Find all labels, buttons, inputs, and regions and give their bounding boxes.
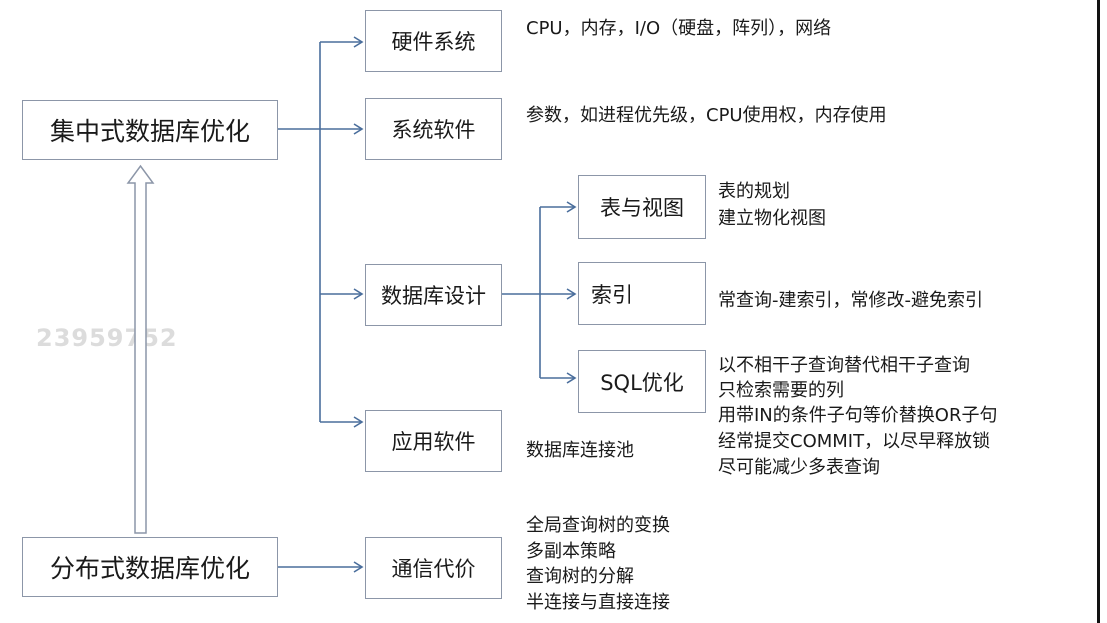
node-db-design: 数据库设计 [365, 264, 502, 326]
note-system-software: 参数，如进程优先级，CPU使用权，内存使用 [526, 105, 887, 126]
note-sql-opt-4: 经常提交COMMIT，以尽早释放锁 [718, 431, 991, 452]
arrow-hardware-head [353, 36, 364, 48]
arrow-db-design-head [353, 288, 364, 300]
watermark-text: 23959752 [36, 324, 178, 352]
note-tables-views-1: 表的规划 [718, 181, 790, 202]
note-sql-opt-5: 尽可能减少多表查询 [718, 457, 880, 478]
node-hardware: 硬件系统 [365, 10, 502, 72]
arrow-tables-views-head [566, 201, 577, 213]
note-comm-cost-3: 查询树的分解 [526, 566, 634, 587]
note-tables-views-2: 建立物化视图 [718, 208, 826, 229]
node-app-software: 应用软件 [365, 410, 502, 472]
arrow-index-head [566, 288, 577, 300]
node-comm-cost: 通信代价 [365, 537, 502, 599]
note-comm-cost-1: 全局查询树的变换 [526, 515, 670, 536]
note-hardware: CPU，内存，I/O（硬盘，阵列），网络 [526, 18, 832, 39]
node-centralized: 集中式数据库优化 [22, 100, 278, 160]
note-comm-cost-2: 多副本策略 [526, 541, 616, 562]
note-sql-opt-1: 以不相干子查询替代相干子查询 [718, 355, 970, 376]
right-border-line [1097, 0, 1100, 623]
arrow-system-software-head [353, 123, 364, 135]
node-system-software: 系统软件 [365, 98, 502, 160]
node-sql-opt: SQL优化 [578, 350, 706, 413]
hollow-up-arrow [126, 164, 155, 534]
note-sql-opt-2: 只检索需要的列 [718, 380, 844, 401]
arrow-comm-cost-head [353, 561, 364, 573]
node-distributed: 分布式数据库优化 [22, 537, 278, 597]
note-index: 常查询-建索引，常修改-避免索引 [718, 290, 983, 311]
node-tables-views: 表与视图 [578, 175, 706, 239]
note-comm-cost-4: 半连接与直接连接 [526, 592, 670, 613]
note-app-software: 数据库连接池 [526, 440, 634, 461]
node-index: 索引 [578, 262, 706, 325]
arrow-sql-opt-head [566, 372, 577, 384]
note-sql-opt-3: 用带IN的条件子句等价替换OR子句 [718, 405, 998, 426]
arrow-app-software-head [353, 416, 364, 428]
